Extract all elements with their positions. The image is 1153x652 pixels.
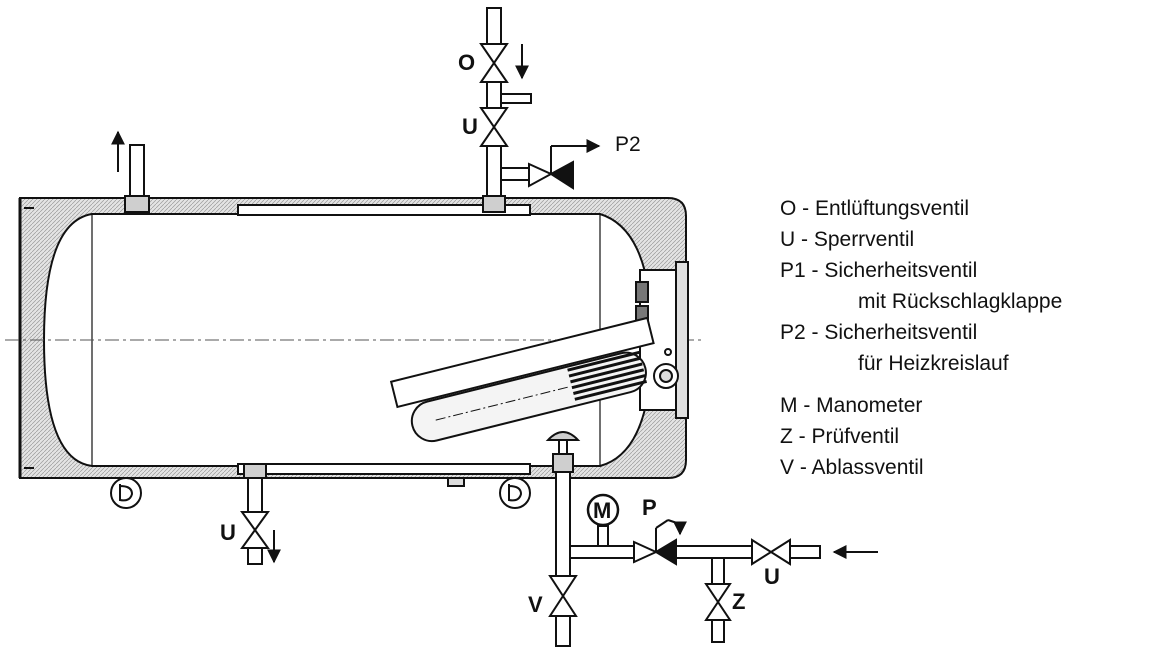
label-z: Z	[732, 589, 745, 614]
legend-item-p1: P1 - Sicherheitsventil	[780, 259, 977, 282]
tank-feet	[110, 477, 531, 509]
legend: O - Entlüftungsventil U - Sperrventil P1…	[780, 197, 1062, 479]
legend-item-v: V - Ablassventil	[780, 456, 924, 479]
label-u-inlet: U	[764, 564, 780, 589]
hot-water-outlet	[111, 130, 150, 213]
heating-element	[389, 316, 655, 443]
shutoff-valve-u-bottom	[240, 511, 270, 549]
bottom-flange-strip	[237, 463, 531, 475]
shutoff-valve-u-top	[479, 107, 509, 147]
safety-valve-p2	[528, 162, 554, 188]
legend-item-o: O - Entlüftungsventil	[780, 197, 969, 220]
cold-inlet-assembly	[545, 431, 878, 647]
shutoff-valve-u-inlet	[751, 538, 791, 566]
legend-item-p2-desc: für Heizkreislauf	[858, 352, 1009, 375]
legend-item-p1-desc: mit Rückschlagklappe	[858, 290, 1062, 313]
label-m: M	[593, 498, 611, 523]
safety-valve-p	[633, 540, 659, 564]
label-o-top: O	[458, 50, 475, 75]
label-v: V	[528, 592, 543, 617]
legend-item-u: U - Sperrventil	[780, 228, 914, 251]
label-u-bottom-left: U	[220, 520, 236, 545]
top-valve-stack	[479, 7, 601, 213]
top-flange-strip	[237, 204, 531, 216]
bottom-left-outlet	[240, 463, 281, 565]
test-valve-z	[704, 583, 732, 621]
inlet-deflector	[545, 431, 581, 441]
vent-valve-o	[479, 43, 509, 83]
label-p2-top: P2	[615, 133, 641, 156]
drain-valve-v	[548, 575, 578, 617]
label-p: P	[642, 495, 657, 520]
legend-item-z: Z - Prüfventil	[780, 425, 899, 448]
label-u-top: U	[462, 114, 478, 139]
legend-item-m: M - Manometer	[780, 394, 922, 417]
manometer-gauge	[586, 493, 620, 527]
legend-item-p2: P2 - Sicherheitsventil	[780, 321, 977, 344]
